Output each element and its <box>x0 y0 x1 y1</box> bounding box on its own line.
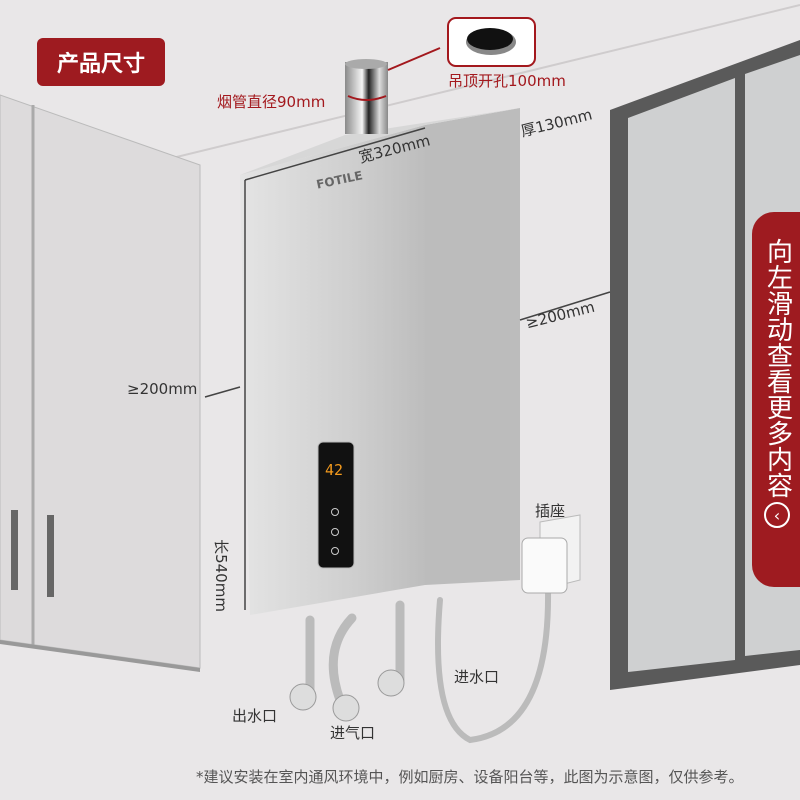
flue-diameter-label: 烟管直径90mm <box>217 93 326 111</box>
swipe-more-label: 向左滑动查看更多内容 <box>762 238 793 498</box>
dimension-lines <box>204 127 611 610</box>
left-clearance-label: ≥200mm <box>127 380 198 398</box>
ceiling-hole-label: 吊顶开孔100mm <box>448 72 566 90</box>
socket-label: 插座 <box>535 502 566 520</box>
flue-pipe <box>345 17 536 134</box>
water-inlet-label: 进水口 <box>454 668 500 686</box>
outlet-label: 出水口 <box>232 707 278 725</box>
display-temperature: 42 <box>325 461 343 479</box>
pipes <box>305 587 552 744</box>
water-heater <box>240 108 520 615</box>
page-title: 产品尺寸 <box>37 38 165 86</box>
socket <box>521 514 581 594</box>
gas-inlet-label: 进气口 <box>330 724 376 742</box>
window-frame <box>610 40 800 690</box>
swipe-more-tab[interactable]: 向左滑动查看更多内容 ‹ <box>752 212 800 587</box>
footnote: *建议安装在室内通风环境中，例如厨房、设备阳台等，此图为示意图，仅供参考。 <box>196 768 744 786</box>
chevron-left-icon: ‹ <box>764 502 790 528</box>
wall-cabinet <box>0 94 201 672</box>
length-label: 长540mm <box>211 539 230 612</box>
